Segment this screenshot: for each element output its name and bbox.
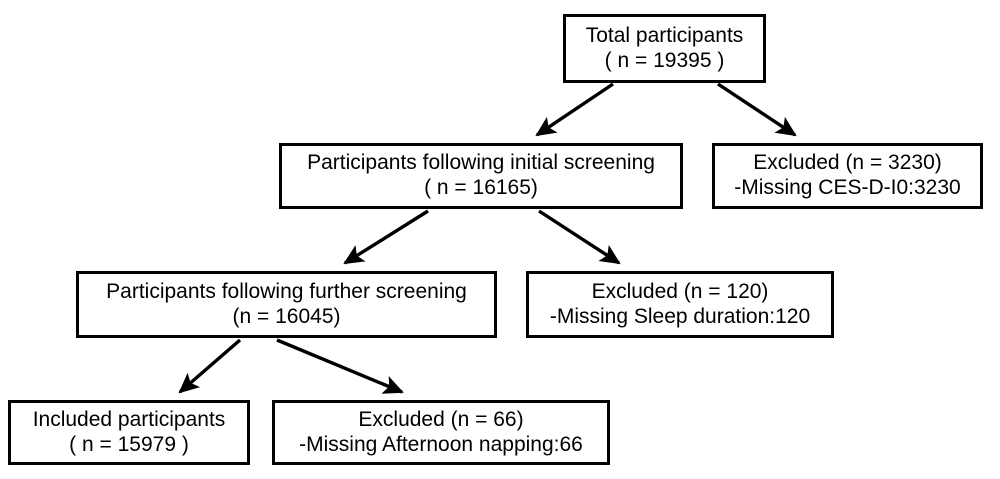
edge-further-to-included	[178, 338, 242, 394]
node-included-participants-line1: Included participants	[32, 407, 226, 431]
node-initial-screening-line1: Participants following initial screening	[307, 151, 655, 175]
node-excluded-cesd-line2: -Missing CES-D-I0:3230	[734, 176, 961, 199]
node-excluded-afternoon-napping: Excluded (n = 66) -Missing Afternoon nap…	[272, 400, 610, 465]
node-total-participants-line2: ( n = 19395 )	[604, 48, 725, 72]
edge-total-to-excluded-cesd	[717, 82, 797, 137]
node-further-screening-line1: Participants following further screening	[106, 279, 467, 303]
edge-initial-to-excluded-sleep	[538, 209, 621, 265]
node-excluded-sleep-duration-line2: -Missing Sleep duration:120	[549, 304, 811, 328]
node-included-participants-line2: ( n = 15979 )	[69, 432, 189, 456]
node-excluded-sleep-duration-line1: Excluded (n = 120)	[591, 279, 769, 303]
node-total-participants-line1: Total participants	[585, 23, 744, 47]
node-further-screening-line2: (n = 16045)	[232, 304, 341, 328]
node-excluded-afternoon-napping-line2: -Missing Afternoon napping:66	[299, 432, 583, 456]
node-excluded-sleep-duration: Excluded (n = 120) -Missing Sleep durati…	[526, 271, 834, 338]
edge-total-to-initial	[535, 82, 614, 137]
node-further-screening: Participants following further screening…	[76, 271, 497, 338]
node-total-participants: Total participants ( n = 19395 )	[563, 14, 766, 83]
node-initial-screening-line2: ( n = 16165)	[424, 176, 538, 199]
node-excluded-afternoon-napping-line1: Excluded (n = 66)	[358, 407, 524, 431]
node-included-participants: Included participants ( n = 15979 )	[8, 400, 250, 465]
node-excluded-cesd-line1: Excluded (n = 3230)	[753, 151, 942, 175]
edge-further-to-excluded-nap	[276, 338, 404, 394]
node-initial-screening: Participants following initial screening…	[279, 143, 683, 209]
edge-initial-to-further	[343, 209, 429, 265]
node-excluded-cesd: Excluded (n = 3230) -Missing CES-D-I0:32…	[712, 143, 983, 209]
